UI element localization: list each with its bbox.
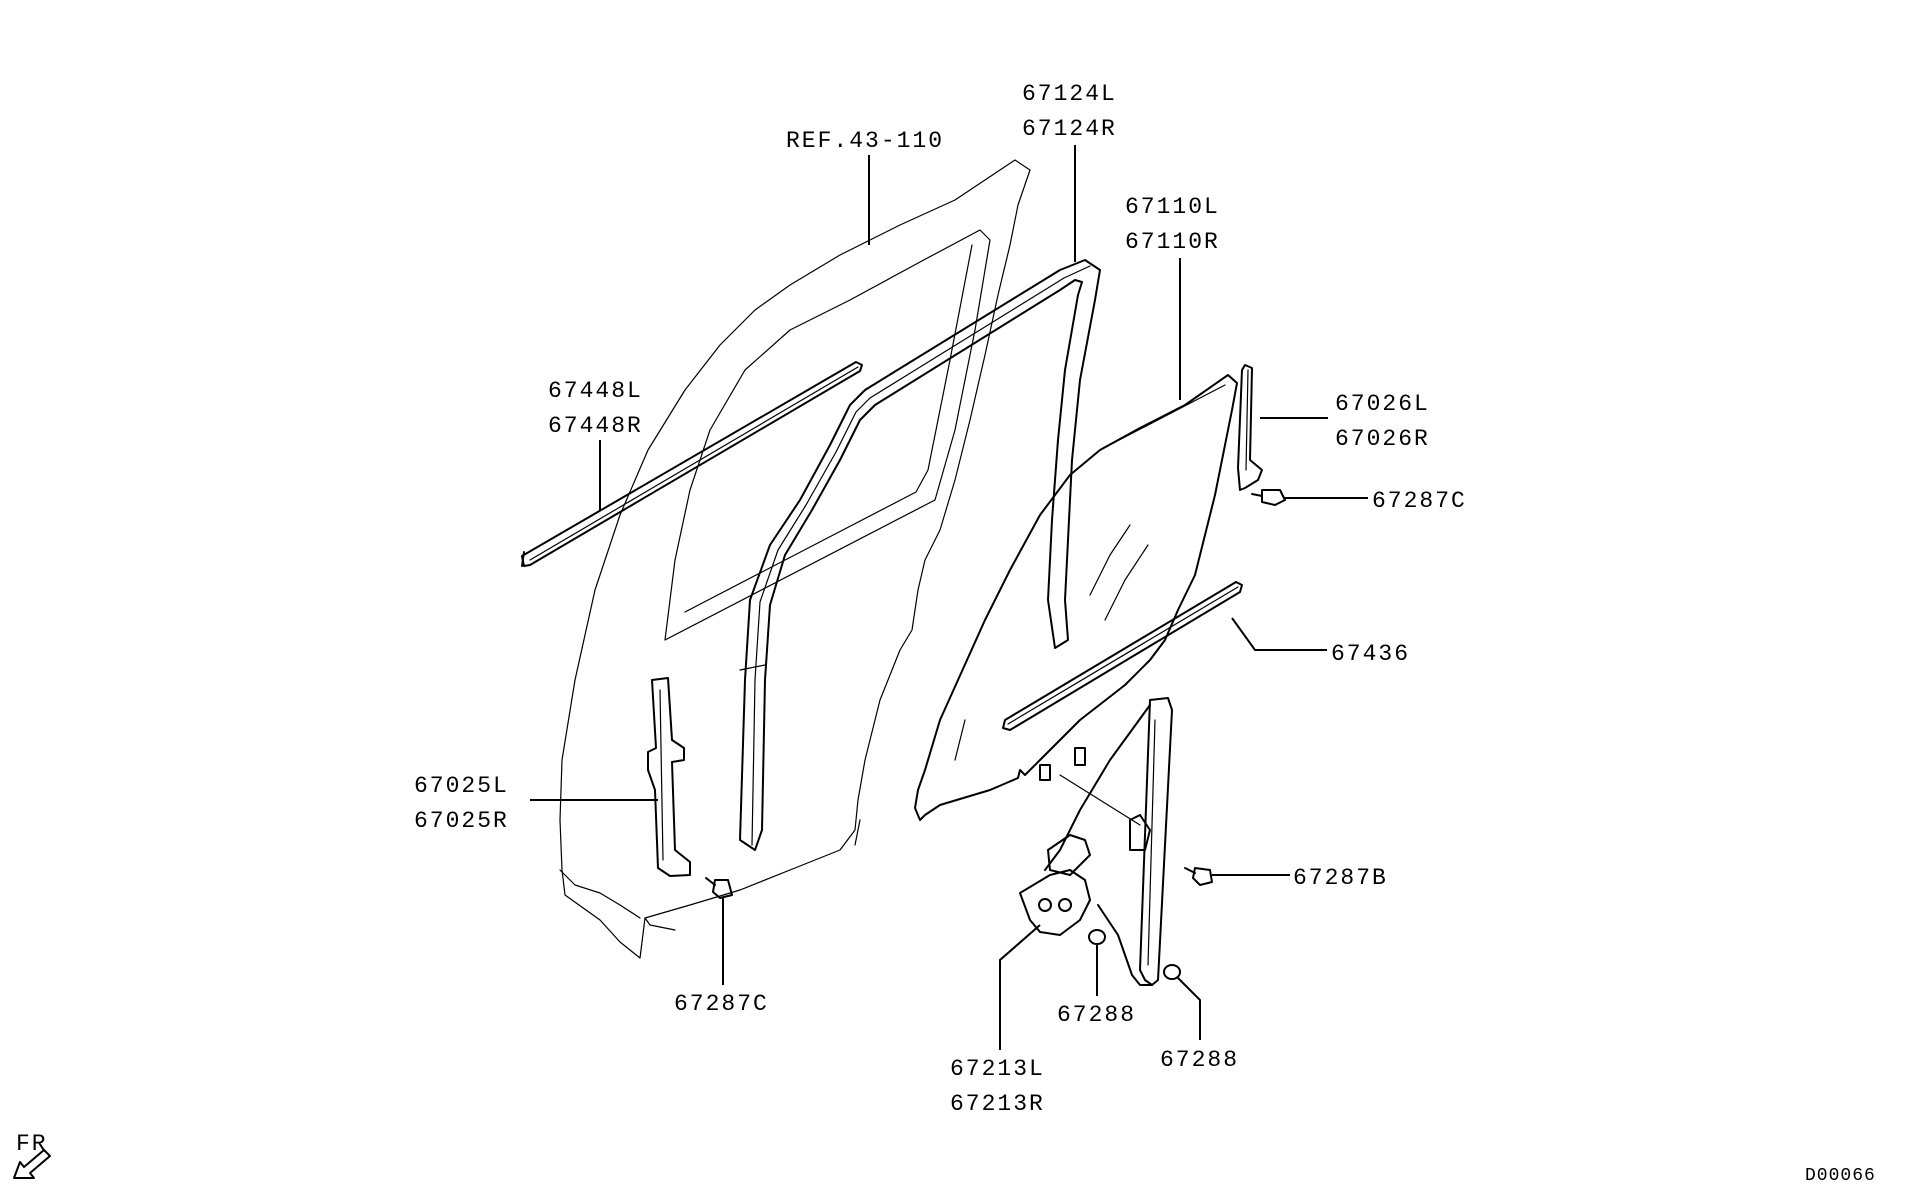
label-67288-left: 67288 (1057, 1002, 1136, 1028)
door-panel-outline (559, 159, 1031, 959)
label-67288-right: 67288 (1160, 1047, 1239, 1073)
label-67213L: 67213L (950, 1056, 1045, 1082)
label-67124L: 67124L (1022, 81, 1117, 107)
label-67110L: 67110L (1125, 194, 1220, 220)
door-glass-67110 (914, 374, 1238, 821)
run-channel-67124 (739, 259, 1101, 851)
label-ref-43-110: REF.43-110 (786, 128, 944, 154)
label-67124R: 67124R (1022, 116, 1117, 142)
bolt-67287B (1184, 867, 1213, 886)
bolt-67287C-upper (1251, 489, 1286, 506)
label-67436: 67436 (1331, 641, 1410, 667)
leader-lines (530, 145, 1368, 1050)
window-regulator-67213 (1019, 697, 1173, 986)
part-labels: REF.43-110 67124L 67124R 67110L 67110R 6… (16, 81, 1876, 1186)
nut-67288-left (1088, 929, 1106, 945)
label-67448R: 67448R (548, 413, 643, 439)
label-diagram-id: D00066 (1805, 1166, 1876, 1186)
front-sash-67025 (647, 677, 691, 877)
bolt-67287C-lower (705, 877, 733, 899)
nut-67288-right (1163, 964, 1181, 980)
rear-sash-67026 (1237, 364, 1263, 491)
label-67448L: 67448L (548, 378, 643, 404)
label-67025L: 67025L (414, 773, 509, 799)
label-67287B: 67287B (1293, 865, 1388, 891)
label-67026L: 67026L (1335, 391, 1430, 417)
label-67110R: 67110R (1125, 229, 1220, 255)
label-67213R: 67213R (950, 1091, 1045, 1117)
label-67025R: 67025R (414, 808, 509, 834)
label-67287C-lower: 67287C (674, 991, 769, 1017)
label-67026R: 67026R (1335, 426, 1430, 452)
belt-molding-67448 (521, 361, 863, 567)
label-67287C-upper: 67287C (1372, 488, 1467, 514)
front-direction-arrow-icon (13, 1149, 51, 1179)
label-fr: FR (16, 1131, 48, 1157)
inner-weatherstrip-67436 (1002, 581, 1243, 731)
